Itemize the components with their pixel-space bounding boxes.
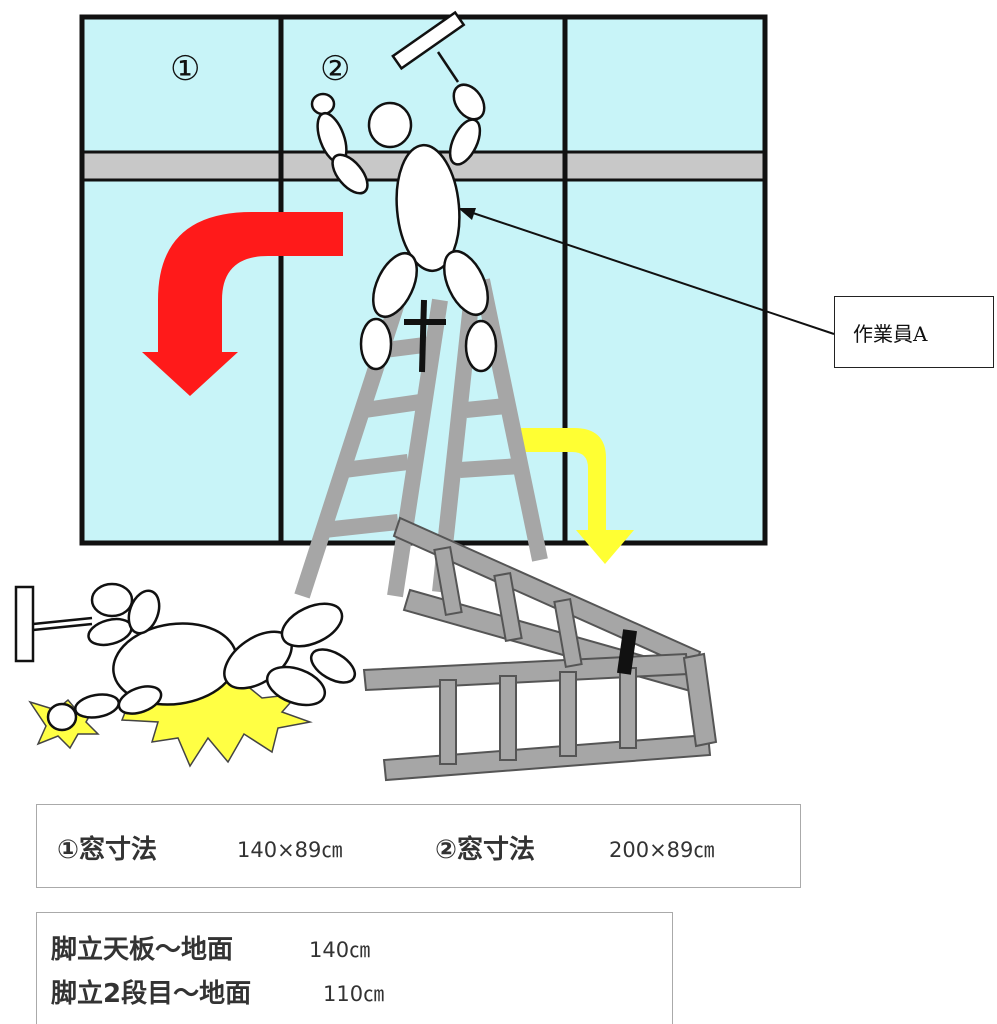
ladder-second-step-value: 110㎝ bbox=[323, 982, 385, 1006]
ladder-second-step-label: 脚立2段目～地面 bbox=[51, 979, 252, 1009]
red-fall-arrow bbox=[142, 212, 343, 396]
ladder-top-height-value: 140㎝ bbox=[309, 938, 371, 962]
ladder-top-height-label: 脚立天板～地面 bbox=[51, 935, 234, 965]
accident-illustration: ① ② bbox=[14, 10, 835, 782]
ladder-dimensions-box: 脚立天板～地面 140㎝ 脚立2段目～地面 110㎝ bbox=[36, 912, 673, 1024]
window-dimensions-box: ①窓寸法 140×89㎝ ②窓寸法 200×89㎝ bbox=[36, 804, 801, 888]
yellow-fall-arrow bbox=[514, 428, 634, 564]
caption-leader-arrow bbox=[458, 208, 835, 335]
worker-a-caption: 作業員A bbox=[834, 296, 994, 368]
window-2-dim-label: ②窓寸法 bbox=[435, 835, 536, 865]
ladder-spreader bbox=[404, 299, 446, 373]
window-1-marker: ① bbox=[170, 49, 200, 89]
fallen-ladder-black-part bbox=[617, 629, 637, 675]
window-2-marker: ② bbox=[320, 49, 350, 89]
window-squeegee-dropped bbox=[14, 585, 93, 663]
worker-a-figure bbox=[310, 83, 498, 373]
window-1-dim-label: ①窓寸法 bbox=[57, 835, 158, 865]
window-squeegee-raised bbox=[391, 10, 466, 83]
fallen-worker-figure bbox=[14, 582, 357, 768]
window-1-dim-value: 140×89㎝ bbox=[237, 838, 343, 862]
window-2-dim-value: 200×89㎝ bbox=[609, 838, 715, 862]
